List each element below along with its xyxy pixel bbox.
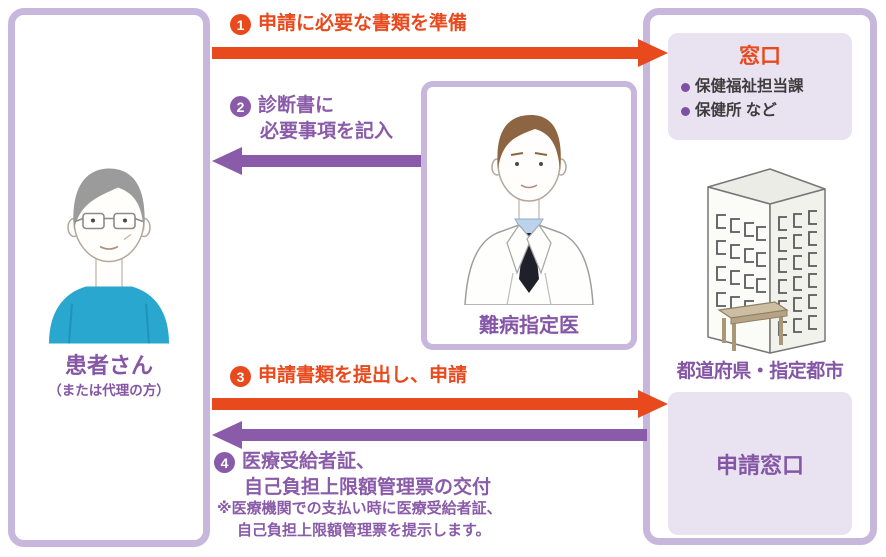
bullet-icon [681, 106, 690, 116]
step-3-label: 3 申請書類を提出し、申請 [230, 363, 467, 389]
glasses-icon [74, 212, 144, 230]
step-1-arrow-right-icon [212, 39, 668, 67]
step-1-label: 1 申請に必要な書類を準備 [230, 11, 467, 37]
prefecture-label: 都道府県・指定都市 [676, 361, 844, 382]
counter-table-icon [717, 301, 789, 351]
patient-sublabel: （または代理の方） [48, 383, 170, 398]
step-1-badge: 1 [230, 14, 251, 35]
step-4-arrow-left-icon [212, 421, 647, 449]
application-counter-panel: 申請窓口 [668, 392, 852, 535]
counter-title: 窓口 [739, 45, 781, 68]
counter-item-list: 保健福祉担当課 保健所 など [681, 75, 852, 123]
doctor-label: 難病指定医 [479, 315, 579, 337]
step-4-text-line-1: 医療受給者証、 [242, 451, 376, 472]
bullet-icon [681, 82, 690, 92]
payment-note-line-1: ※医療機関での支払い時に医療受給者証、 [217, 500, 502, 517]
government-box: 窓口 保健福祉担当課 保健所 など [643, 8, 877, 545]
payment-note: ※医療機関での支払い時に医療受給者証、 自己負担上限額管理票を提示します。 [217, 498, 502, 542]
counter-item-label: 保健所 など [695, 102, 777, 119]
patient-illustration [49, 168, 169, 344]
step-2-text-line-1: 診断書に [258, 95, 335, 116]
counter-item: 保健福祉担当課 [681, 75, 852, 99]
application-counter-label: 申請窓口 [715, 452, 804, 478]
step-2-arrow-left-icon [212, 147, 421, 175]
counter-item: 保健所 など [681, 99, 852, 123]
counter-panel: 窓口 保健福祉担当課 保健所 など [668, 33, 852, 140]
doctor-illustration [464, 115, 594, 305]
step-2-label: 2 診断書に 必要事項を記入 [230, 93, 393, 145]
patient-box: 患者さん （または代理の方） [8, 8, 210, 547]
patient-label: 患者さん [64, 353, 153, 378]
step-4-badge: 4 [214, 452, 235, 473]
step-4-text-line-2: 自己負担上限額管理票の交付 [244, 477, 492, 498]
step-2-badge: 2 [230, 96, 251, 117]
window-icons [716, 210, 817, 336]
step-4-label: 4 医療受給者証、 自己負担上限額管理票の交付 [214, 449, 491, 501]
building-illustration [707, 168, 826, 354]
doctor-box: 難病指定医 [421, 81, 637, 350]
step-3-text: 申請書類を提出し、申請 [258, 365, 468, 386]
step-1-text: 申請に必要な書類を準備 [258, 13, 468, 34]
step-2-text-line-2: 必要事項を記入 [260, 121, 394, 142]
step-3-badge: 3 [230, 366, 251, 387]
counter-item-label: 保健福祉担当課 [695, 78, 804, 95]
step-3-arrow-right-icon [212, 390, 668, 418]
payment-note-line-2: 自己負担上限額管理票を提示します。 [237, 522, 491, 539]
